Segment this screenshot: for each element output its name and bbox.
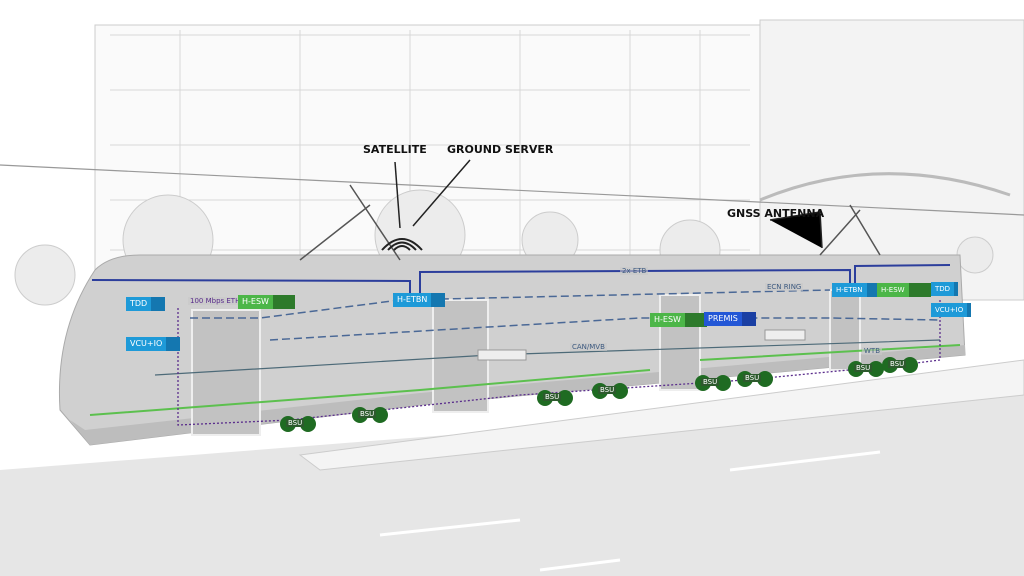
road bbox=[0, 359, 1024, 576]
etb-label: 2x ETB bbox=[620, 267, 649, 275]
wtb-label: WTB bbox=[862, 347, 882, 355]
bsu-unit: BSU bbox=[537, 390, 573, 406]
h-esw-device: H-ESW bbox=[877, 283, 931, 297]
vcu-io-device: VCU+IO bbox=[931, 303, 972, 317]
bsu-label: BSU bbox=[358, 410, 377, 418]
tdd-device: TDD bbox=[126, 297, 166, 311]
bsu-label: BSU bbox=[743, 374, 762, 382]
bsu-label: BSU bbox=[888, 360, 907, 368]
satellite-label: SATELLITE bbox=[363, 143, 427, 156]
bsu-label: BSU bbox=[598, 386, 617, 394]
overhead-wire bbox=[0, 164, 1024, 216]
premis-device: PREMIS bbox=[704, 312, 756, 326]
h-esw-device: H-ESW bbox=[650, 313, 707, 327]
tdd-device: TDD bbox=[931, 282, 959, 296]
ground-server-label: GROUND SERVER bbox=[447, 143, 554, 156]
bsu-unit: BSU bbox=[737, 371, 773, 387]
bsu-unit: BSU bbox=[592, 383, 628, 399]
roof-units bbox=[477, 329, 806, 361]
bsu-unit: BSU bbox=[352, 407, 388, 423]
bsu-unit: BSU bbox=[695, 375, 731, 391]
ecn-ring-label: ECN RING bbox=[765, 283, 804, 291]
bridge bbox=[759, 172, 1011, 202]
signal-waves bbox=[381, 238, 423, 251]
bsu-label: BSU bbox=[701, 378, 720, 386]
bsu-label: BSU bbox=[286, 419, 305, 427]
vcu-io-device: VCU+IO bbox=[126, 337, 181, 351]
bsu-label: BSU bbox=[543, 393, 562, 401]
bsu-unit: BSU bbox=[848, 361, 884, 377]
bsu-label: BSU bbox=[854, 364, 873, 372]
bsu-unit: BSU bbox=[882, 357, 918, 373]
h-etbn-device: H-ETBN bbox=[832, 283, 881, 297]
h-etbn-device: H-ETBN bbox=[393, 293, 446, 307]
can-mvb-label: CAN/MVB bbox=[570, 343, 607, 351]
bsu-unit: BSU bbox=[280, 416, 316, 432]
gnss-antenna-label: GNSS ANTENNA bbox=[727, 207, 825, 220]
h-esw-device: H-ESW bbox=[238, 295, 295, 309]
callout-arrows bbox=[394, 159, 823, 249]
eth-label: 100 Mbps ETH bbox=[188, 297, 243, 305]
